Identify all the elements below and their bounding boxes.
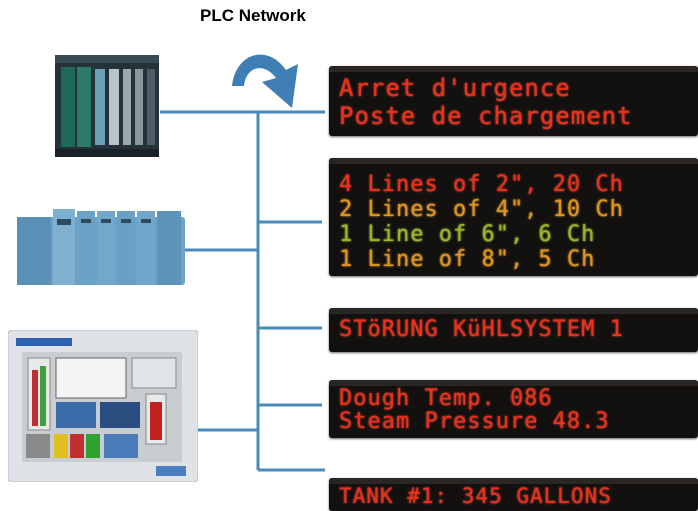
sign-5-line-1: TANK #1: 345 GALLONS [339,484,612,508]
led-sign-2: 4 Lines of 2", 20 Ch 2 Lines of 4", 10 C… [329,158,698,276]
plc-rack-device [55,55,159,157]
curved-arrow-icon [232,54,298,108]
led-sign-5: TANK #1: 345 GALLONS [329,478,698,511]
sign-1-line-2: Poste de chargement [339,102,633,130]
plc-modules-device [17,205,185,285]
sign-2-line-2: 2 Lines of 4", 10 Ch [339,197,624,222]
led-sign-3: STöRUNG KüHLSYSTEM 1 [329,308,698,352]
diagram-title: PLC Network [200,6,306,25]
led-sign-4: Dough Temp. 086 Steam Pressure 48.3 [329,380,698,438]
sign-1-line-1: Arret d'urgence [339,74,571,102]
sign-3-line-1: STöRUNG KüHLSYSTEM 1 [339,317,624,342]
sign-4-line-1: Dough Temp. 086 [339,386,553,411]
sign-4-line-2: Steam Pressure 48.3 [339,409,610,434]
sign-2-line-1: 4 Lines of 2", 20 Ch [339,172,624,197]
sign-2-line-3: 1 Line of 6", 6 Ch [339,222,596,247]
led-sign-1: Arret d'urgence Poste de chargement [329,66,698,136]
sign-2-line-4: 1 Line of 8", 5 Ch [339,247,596,272]
touch-panel-device [7,329,199,483]
